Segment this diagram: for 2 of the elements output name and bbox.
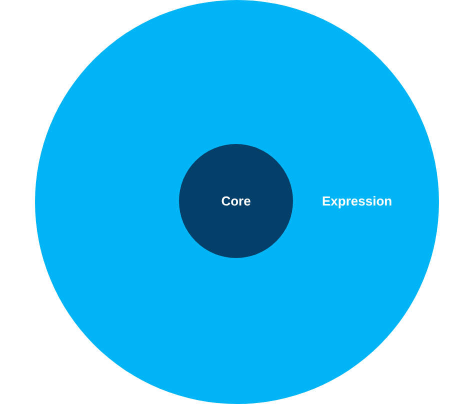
circle-label: Expression	[322, 194, 392, 208]
circle-label: Core	[221, 194, 251, 208]
